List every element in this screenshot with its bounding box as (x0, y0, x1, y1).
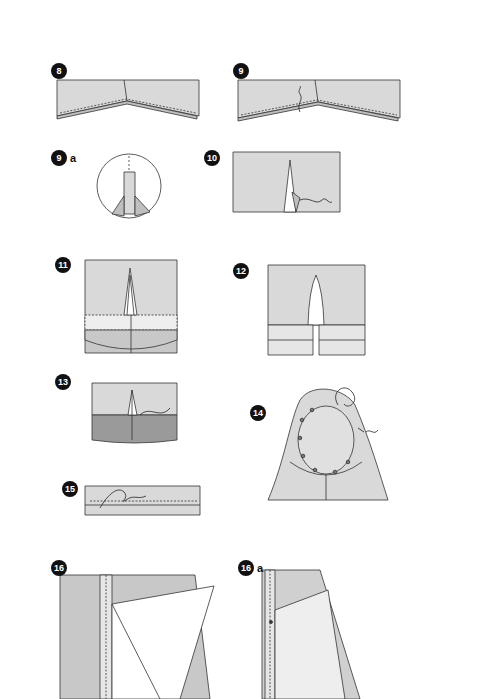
callout-number: 9 (51, 150, 67, 166)
callout-number: 11 (55, 257, 71, 273)
placket (265, 570, 275, 699)
thread (299, 86, 301, 112)
callout-number: 12 (233, 263, 249, 279)
callout-number: 15 (62, 481, 78, 497)
placket (100, 575, 112, 699)
placket (124, 268, 137, 315)
callout-number: 14 (250, 405, 266, 421)
placket (128, 390, 137, 415)
sleeve (268, 265, 365, 325)
pin (301, 454, 305, 458)
stitch-line (241, 100, 397, 115)
fold-line (112, 604, 160, 699)
callout-number: 16 (238, 560, 254, 576)
pin (298, 436, 302, 440)
callout-number: 8 (51, 63, 67, 79)
stitch-line (60, 99, 196, 113)
placket-line (132, 390, 133, 440)
thread (140, 408, 170, 415)
fabric-panel (233, 152, 340, 212)
pin (313, 468, 317, 472)
cuff-fold (268, 340, 365, 341)
seam-line (326, 474, 327, 500)
callout-number: 16 (51, 560, 67, 576)
folded-flap (112, 586, 214, 699)
thread (300, 199, 332, 202)
sleeve (268, 389, 388, 500)
callout-suffix: a (70, 153, 76, 164)
cuff-opening (298, 406, 354, 474)
garment-panel (262, 570, 360, 699)
callout-number: 9 (233, 63, 249, 79)
thread (358, 428, 378, 432)
stitch-marker (270, 621, 273, 624)
detail-circle (97, 154, 161, 218)
thread (336, 388, 355, 406)
placket (127, 275, 134, 315)
fold-detail (124, 172, 135, 214)
stitch-line (90, 501, 198, 502)
cuff (92, 415, 177, 443)
pin (346, 460, 350, 464)
hem-fold (57, 101, 197, 119)
folded-flap (275, 590, 345, 699)
slit-line (124, 80, 127, 101)
callout-suffix: a (257, 563, 263, 574)
facing (292, 192, 300, 212)
seam-line (290, 462, 362, 475)
pin (333, 470, 337, 474)
hem-fold (238, 102, 398, 121)
pin (310, 408, 314, 412)
fabric-strip (85, 486, 200, 515)
stitch-line (106, 575, 107, 699)
thread (100, 490, 146, 508)
callout-number: 13 (55, 374, 71, 390)
sleeve (92, 383, 177, 415)
fold-detail (112, 196, 124, 216)
cuff-join (131, 315, 132, 353)
callout-number: 10 (204, 150, 220, 166)
stitch-line (270, 570, 271, 699)
fold-detail (135, 196, 150, 216)
pin (300, 418, 304, 422)
fabric-panel (57, 80, 199, 116)
slit-line (315, 80, 318, 102)
placket-opening (308, 275, 324, 325)
fabric-panel (238, 80, 400, 118)
